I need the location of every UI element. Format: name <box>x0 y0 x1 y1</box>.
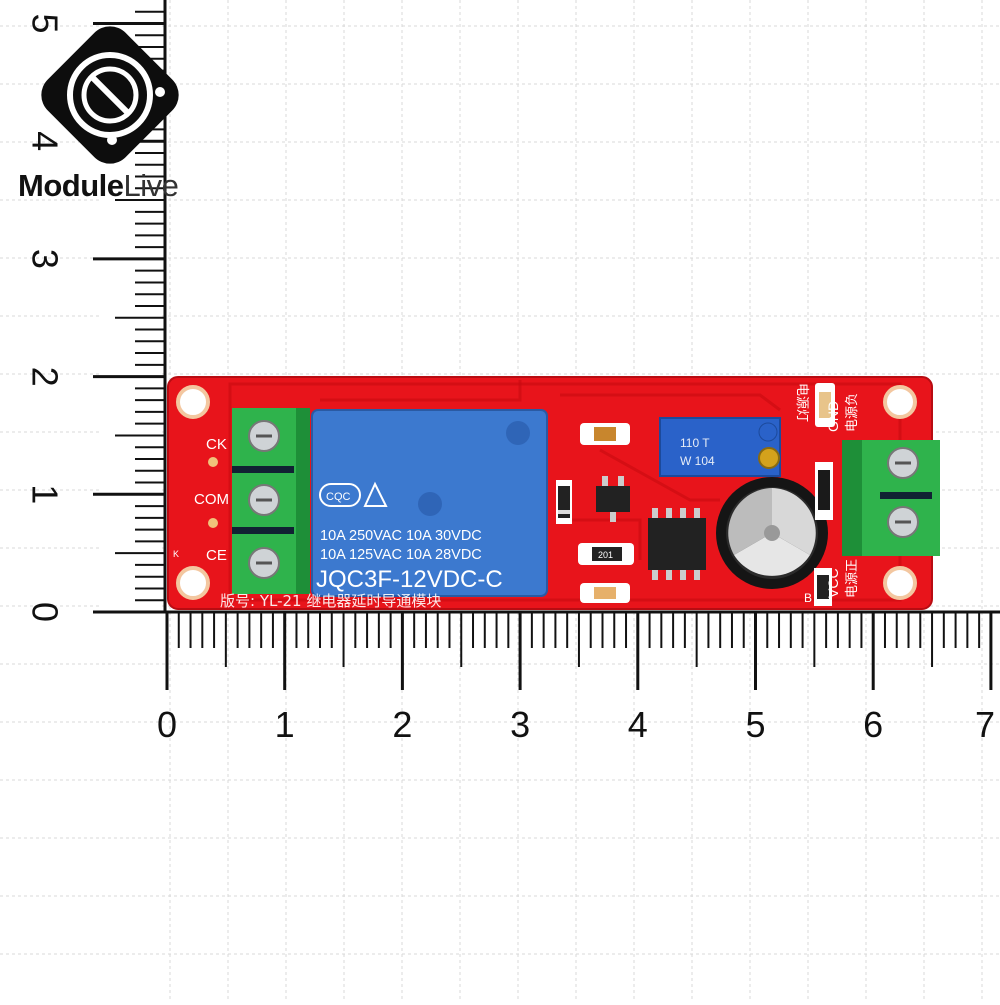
horizontal-ruler: 0 1 2 3 4 5 6 7 <box>157 610 1000 745</box>
relay-rating-line-1: 10A 250VAC 10A 30VDC <box>320 528 482 544</box>
horizontal-ruler-label: 7 <box>975 704 995 745</box>
relay-rating-line-2: 10A 125VAC 10A 28VDC <box>320 547 482 563</box>
gnd-label: GND <box>825 401 841 432</box>
power-diode <box>815 462 833 520</box>
vertical-ruler-label: 5 <box>24 13 65 33</box>
horizontal-ruler-label: 2 <box>392 704 412 745</box>
pot-marking-1: 110 T <box>680 436 710 450</box>
vertical-ruler-label: 3 <box>24 249 65 269</box>
brand-logo-icon <box>41 26 179 164</box>
power-led <box>815 383 835 427</box>
vertical-ruler-label: 4 <box>24 131 65 151</box>
timer-ic <box>648 508 706 580</box>
horizontal-ruler-label: 6 <box>863 704 883 745</box>
smd-resistor-vcc <box>814 568 832 606</box>
relay <box>311 409 548 597</box>
relay-brand-mark: CQC <box>326 491 351 503</box>
horizontal-ruler-label: 3 <box>510 704 530 745</box>
brand-wordmark: ModuleLive <box>18 168 179 204</box>
power-led-label: 电源灯 <box>794 383 809 422</box>
pot-marking-2: W 104 <box>680 454 715 468</box>
vertical-ruler-label: 1 <box>24 484 65 504</box>
horizontal-ruler-label: 0 <box>157 704 177 745</box>
smd-capacitor <box>580 423 630 445</box>
electrolytic-capacitor <box>716 477 828 589</box>
smd-led <box>580 583 630 603</box>
vcc-label: VCC <box>825 568 841 598</box>
smd-transistor <box>596 476 630 522</box>
horizontal-ruler-label: 4 <box>628 704 648 745</box>
brand-name-bold: Module <box>18 168 124 203</box>
vcc-cn-label: 电源正 <box>845 559 860 598</box>
relay-model: JQC3F-12VDC-C <box>316 566 503 593</box>
silk-b-label: B <box>804 591 812 605</box>
resistor-marking: 201 <box>598 550 613 560</box>
silk-k-label: K <box>173 549 179 559</box>
vertical-ruler-label: 0 <box>24 602 65 622</box>
terminal-label-com: COM <box>194 491 229 508</box>
gnd-cn-label: 电源负 <box>845 393 860 432</box>
trimmer-potentiometer <box>659 417 781 477</box>
terminal-label-ce: CE <box>206 547 227 564</box>
smd-resistor <box>578 543 634 565</box>
board-version-text: 版号: YL-21 继电器延时导通模块 <box>220 592 441 610</box>
horizontal-ruler-label: 1 <box>275 704 295 745</box>
left-terminal-block <box>232 408 310 594</box>
brand-name-light: Live <box>123 168 179 203</box>
smd-diode <box>556 480 572 524</box>
horizontal-ruler-label: 5 <box>745 704 765 745</box>
terminal-label-ck: CK <box>206 436 227 453</box>
vertical-ruler-label: 2 <box>24 367 65 387</box>
right-terminal-block <box>842 440 940 556</box>
